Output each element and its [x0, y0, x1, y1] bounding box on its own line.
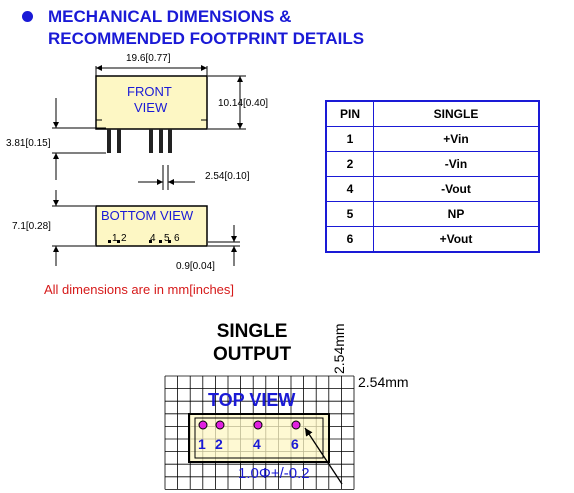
footprint-pin-2: 2: [215, 436, 223, 452]
table-row: 6 +Vout: [325, 226, 540, 253]
bottom-pin-6: 6: [174, 233, 180, 244]
bottom-pin-2: 2: [121, 233, 127, 244]
pin-number: 2: [325, 151, 374, 177]
front-view-label-2: VIEW: [134, 100, 168, 115]
bottom-pin-1: 1: [112, 233, 118, 244]
footprint-title: SINGLE OUTPUT: [213, 320, 291, 366]
front-view-pins: [107, 129, 172, 153]
bottom-pin-4: 4: [150, 233, 156, 244]
table-row: 1 +Vin: [325, 126, 540, 152]
units-note: All dimensions are in mm[inches]: [44, 282, 235, 297]
pin-function: +Vin: [373, 126, 540, 152]
pin-function: NP: [373, 201, 540, 227]
bullet-icon: [22, 11, 33, 22]
pin-function: +Vout: [373, 226, 540, 253]
front-view-label-1: FRONT: [127, 84, 172, 99]
table-row: 5 NP: [325, 201, 540, 227]
pin-table: PIN SINGLE 1 +Vin 2 -Vin 4 -Vout 5 NP 6 …: [325, 100, 540, 253]
pin-table-header: PIN SINGLE: [325, 100, 540, 127]
width-label: 19.6[0.77]: [126, 53, 171, 64]
footprint-pin-1: 1: [198, 436, 206, 452]
table-row: 4 -Vout: [325, 176, 540, 202]
footprint-pin-4: 4: [253, 436, 261, 452]
bottom-pin-5: 5: [164, 233, 170, 244]
top-view-label: TOP VIEW: [208, 390, 296, 410]
hole-diameter-label: 1.0Φ+/-0.2: [238, 465, 310, 482]
pin-number: 5: [325, 201, 374, 227]
footprint-title-line-1: SINGLE: [216, 321, 288, 342]
footprint-pin-6: 6: [291, 436, 299, 452]
footprint-pads: [198, 420, 301, 430]
footprint-inner-outline: [194, 417, 324, 459]
hole-leader-arrow: [304, 427, 343, 485]
header-line-2: RECOMMENDED FOOTPRINT DETAILS: [48, 29, 365, 48]
pitch-label: 2.54[0.10]: [205, 171, 250, 182]
pin-number: 4: [325, 176, 374, 202]
table-row: 2 -Vin: [325, 151, 540, 177]
pin-header: PIN: [325, 100, 374, 127]
pin-length-label: 3.81[0.15]: [6, 138, 51, 149]
header-line-1: MECHANICAL DIMENSIONS &: [48, 7, 292, 26]
bottom-view-pins: [108, 240, 171, 243]
pin-number: 6: [325, 226, 374, 253]
bottom-view-label: BOTTOM VIEW: [101, 208, 194, 223]
height-label: 10.14[0.40]: [218, 98, 268, 109]
depth-label: 7.1[0.28]: [12, 221, 51, 232]
single-header: SINGLE: [373, 100, 540, 127]
pin-function: -Vin: [373, 151, 540, 177]
footprint-title-line-2: OUTPUT: [213, 344, 292, 365]
grid-horizontal-label: 2.54mm: [358, 374, 409, 390]
pin-function: -Vout: [373, 176, 540, 202]
pin-thickness-label: 0.9[0.04]: [176, 261, 215, 272]
pin-number: 1: [325, 126, 374, 152]
bottom-view-body: [95, 205, 208, 247]
grid-vertical-label: 2.54mm: [331, 323, 347, 374]
